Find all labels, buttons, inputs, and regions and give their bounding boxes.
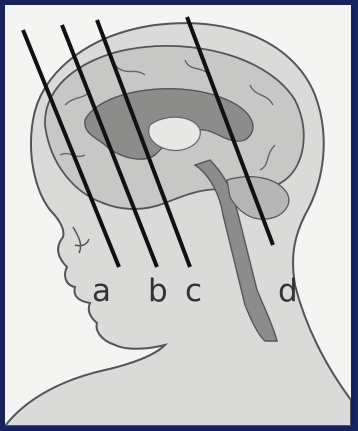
- label-c: c: [185, 273, 202, 309]
- label-a: a: [92, 273, 111, 309]
- head-cross-section-diagram: a b c d: [5, 5, 351, 426]
- diagram-panel: a b c d: [5, 5, 351, 426]
- label-b: b: [148, 273, 168, 309]
- label-d: d: [278, 273, 298, 309]
